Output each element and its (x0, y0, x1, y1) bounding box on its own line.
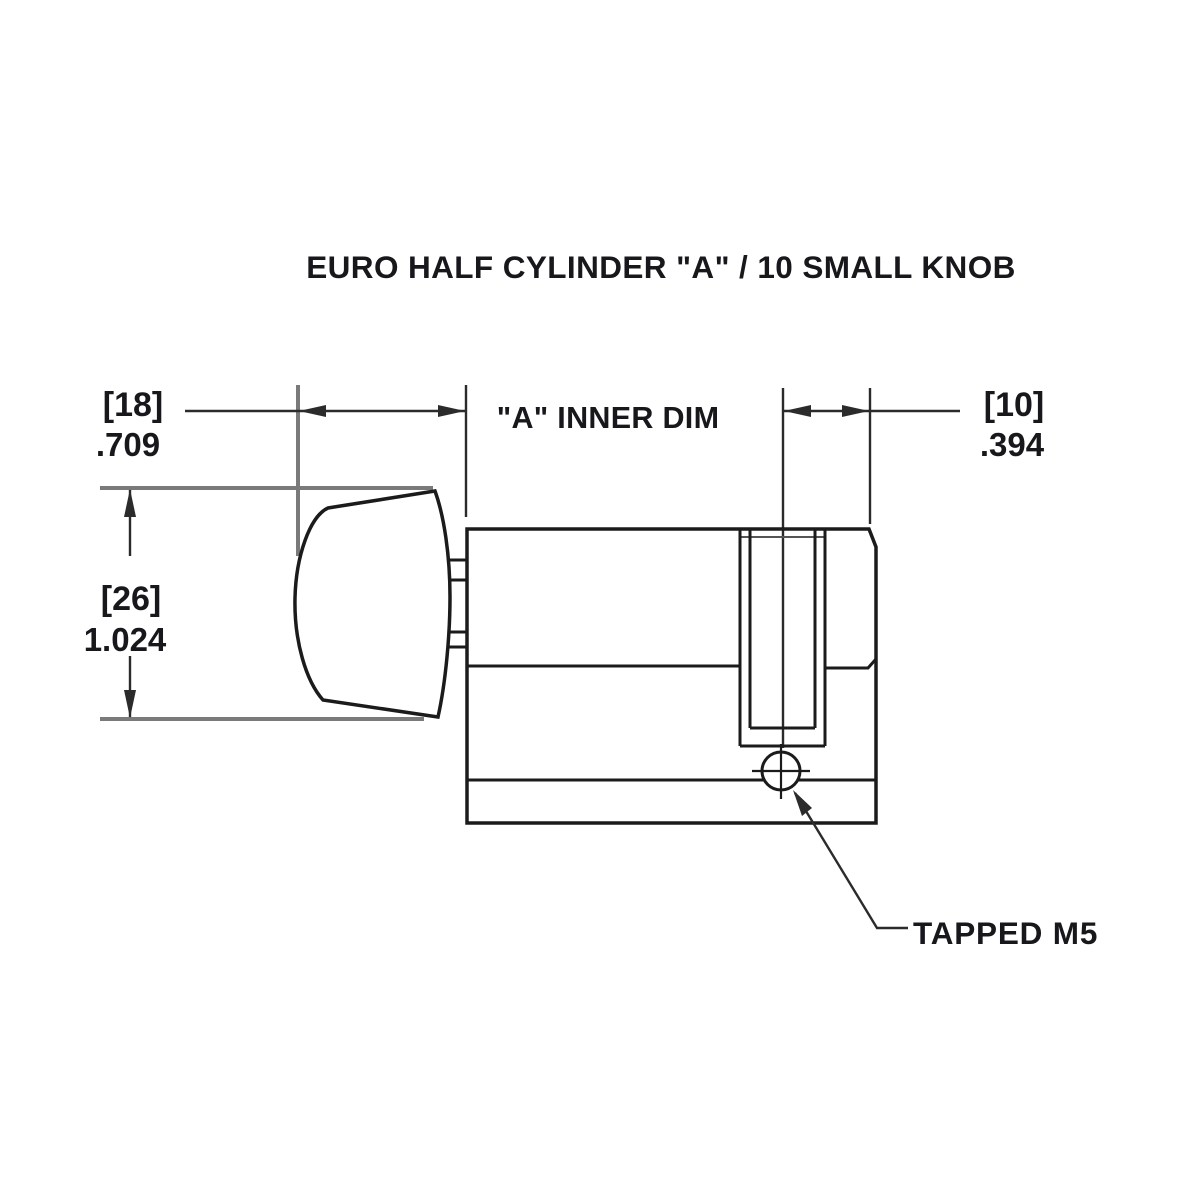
dim-18-imperial-label: .709 (96, 426, 160, 463)
dim-26-imperial-label: 1.024 (84, 621, 167, 658)
dim-26-metric-label: [26] (101, 580, 161, 618)
leader-arrowhead (793, 790, 812, 816)
dimension-knob-depth: [18] .709 (96, 386, 466, 463)
front-piece-bottom-edge (825, 658, 878, 670)
dim-10-imperial-label: .394 (980, 426, 1045, 463)
tapped-hole (752, 744, 810, 799)
dim-10-metric-label: [10] (984, 386, 1044, 424)
knob-outline (293, 489, 452, 719)
cylinder-body-outline (465, 527, 878, 825)
arrowhead-left (299, 405, 326, 417)
dimension-knob-height: [26] 1.024 (84, 489, 167, 718)
tapped-hole-callout: TAPPED M5 (793, 790, 1098, 951)
knob (293, 489, 466, 719)
cylinder-body (465, 527, 878, 825)
extension-lines-dark (464, 385, 872, 748)
arrowhead-right (438, 405, 465, 417)
leader-line (793, 792, 908, 930)
arrowhead-right (842, 405, 869, 417)
arrowhead-down (124, 690, 136, 718)
dimension-rear-offset: [10] .394 (783, 386, 1045, 463)
drawing-title: EURO HALF CYLINDER "A" / 10 SMALL KNOB (306, 249, 1016, 285)
tapped-hole-label: TAPPED M5 (913, 915, 1098, 951)
inner-dim-label: "A" INNER DIM (497, 401, 720, 435)
arrowhead-left (784, 405, 811, 417)
extension-lines-gray (100, 385, 433, 721)
dim-18-metric-label: [18] (103, 386, 163, 424)
arrowhead-up (124, 489, 136, 517)
